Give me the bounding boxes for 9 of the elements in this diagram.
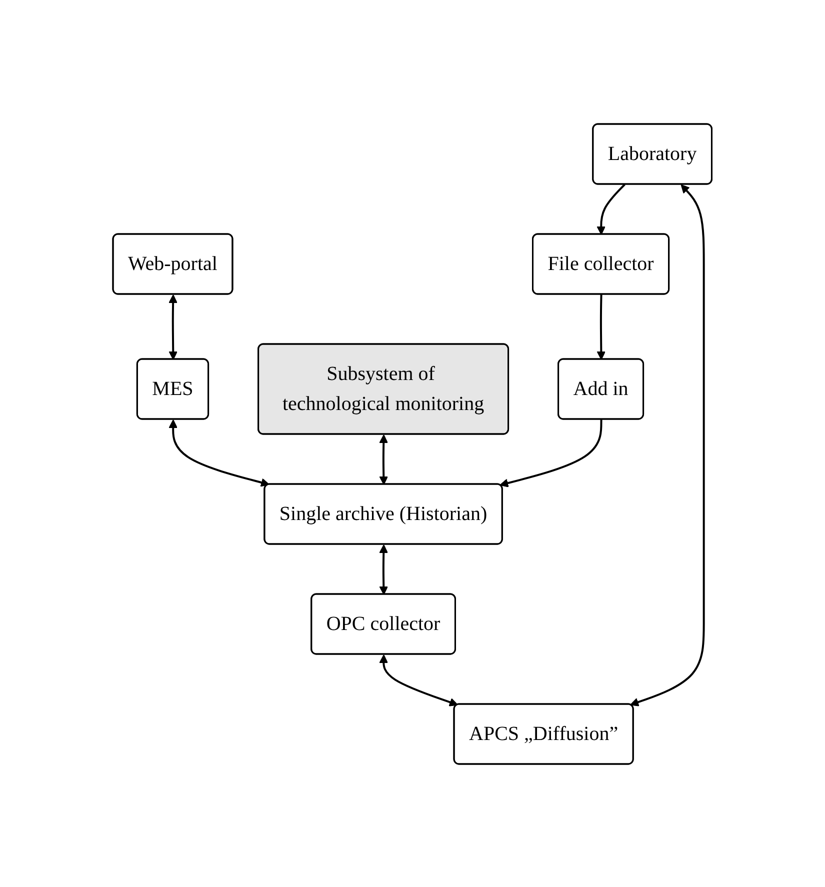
arrow <box>630 184 705 706</box>
arrow <box>379 434 388 484</box>
arrow <box>596 294 606 360</box>
arrow <box>379 654 458 706</box>
arrow <box>500 418 602 487</box>
arrow <box>379 544 388 594</box>
arrow <box>596 183 626 234</box>
arrow <box>168 294 178 360</box>
arrow <box>168 419 270 486</box>
